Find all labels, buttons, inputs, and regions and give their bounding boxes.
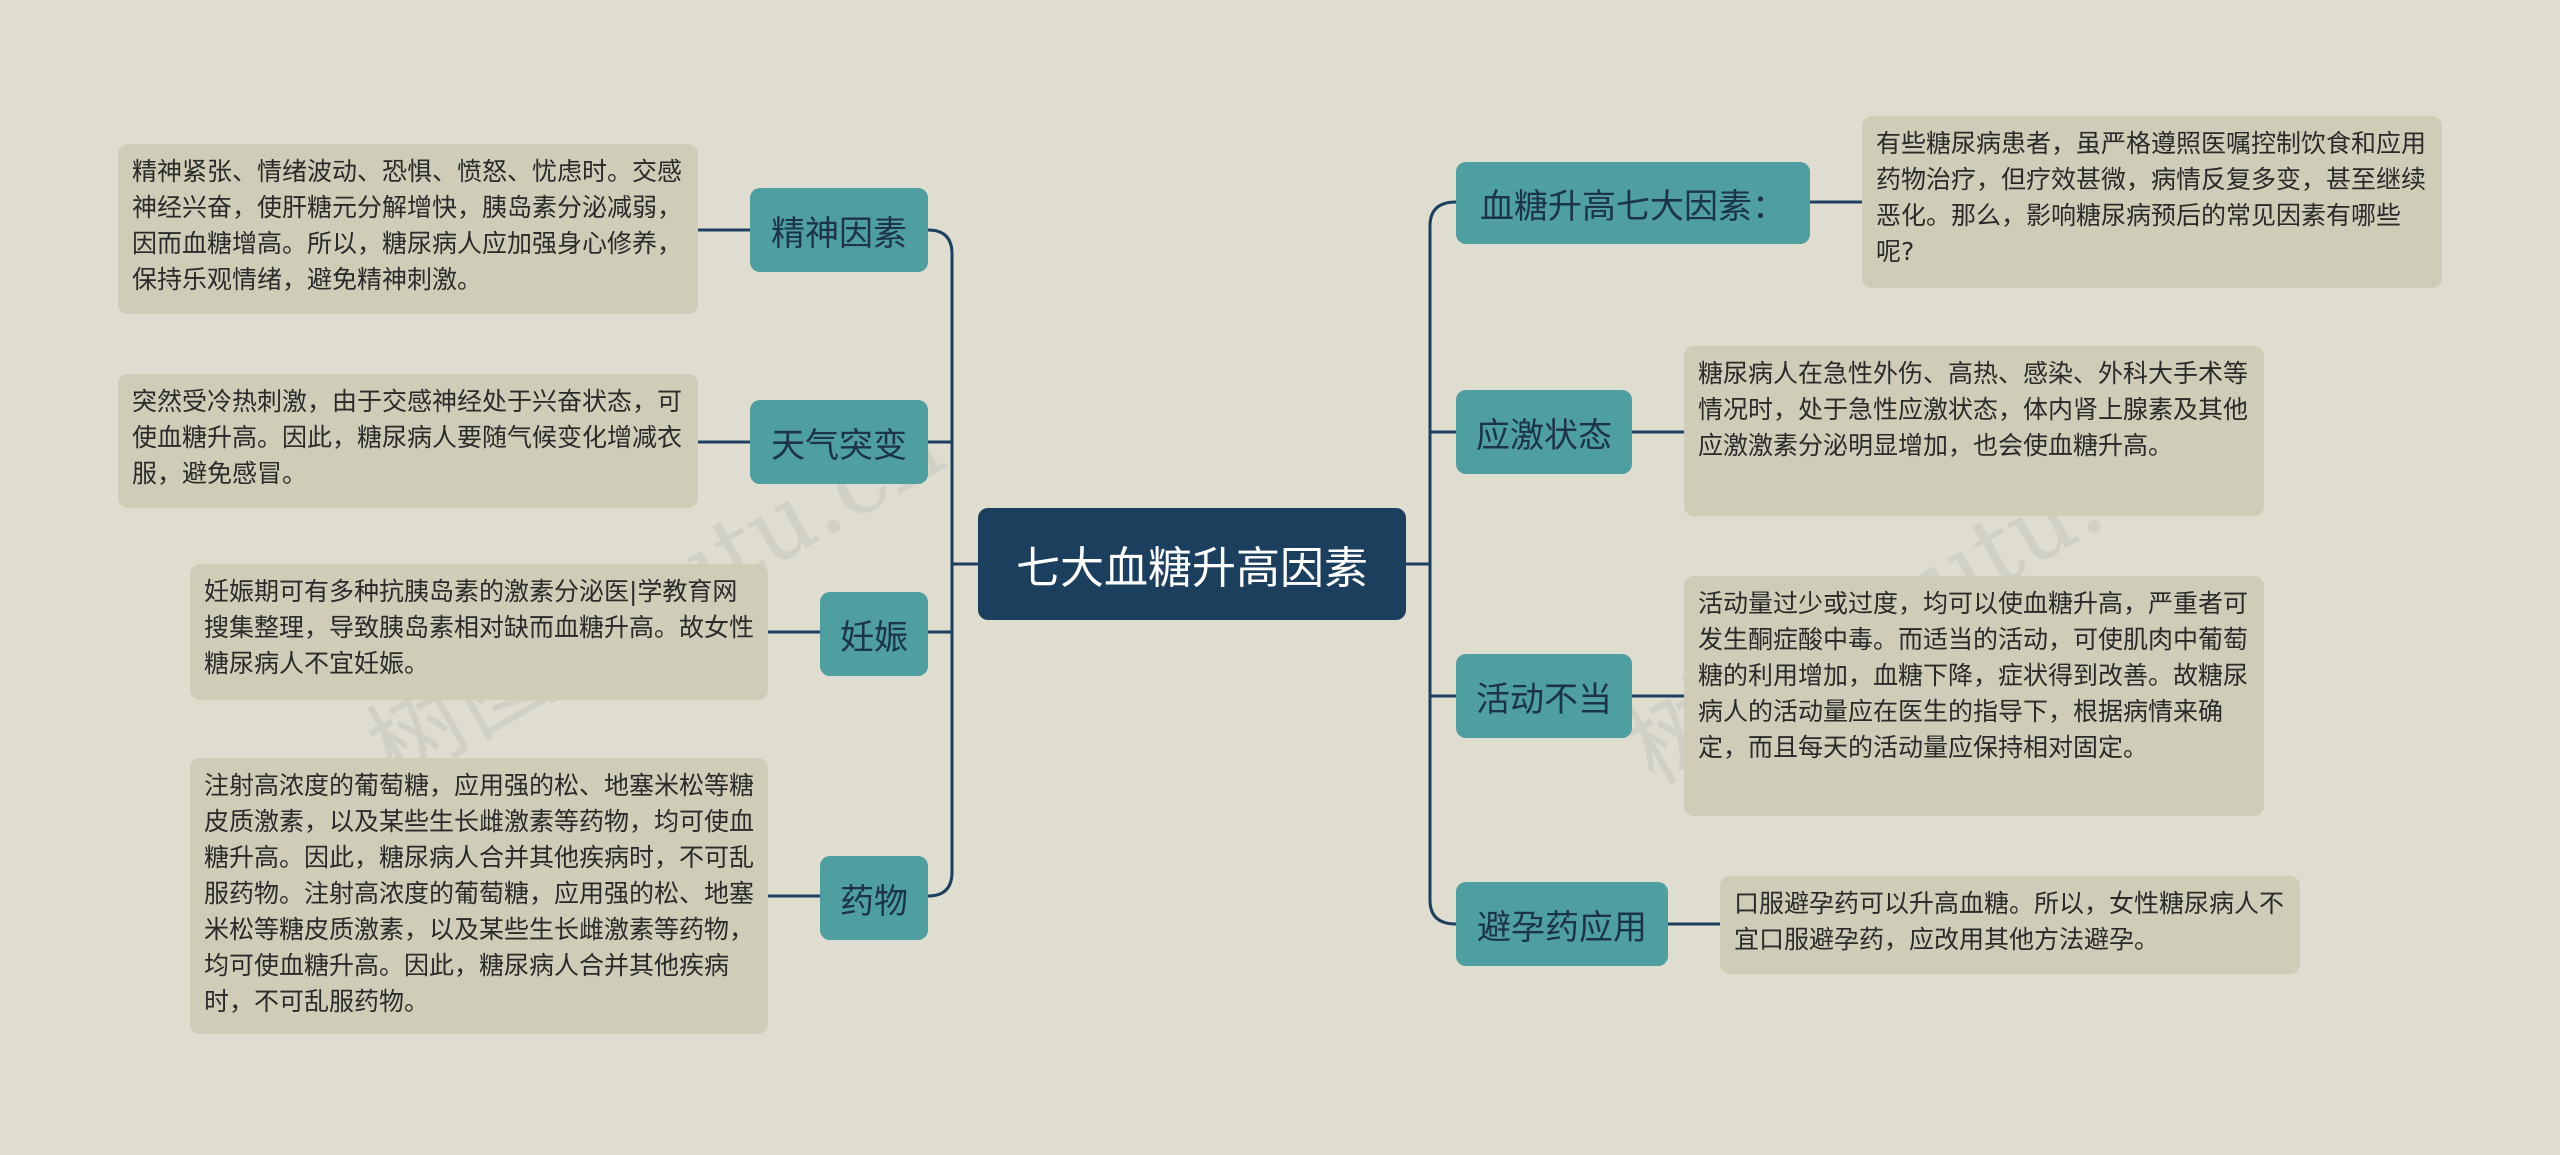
note-contraceptive-use: 口服避孕药可以升高血糖。所以，女性糖尿病人不宜口服避孕药，应改用其他方法避孕。 — [1720, 876, 2300, 974]
note-weather-change: 突然受冷热刺激，由于交感神经处于兴奋状态，可使血糖升高。因此，糖尿病人要随气候变… — [118, 374, 698, 508]
root-topic[interactable]: 七大血糖升高因素 — [978, 508, 1406, 620]
connector-right-trunk — [1428, 200, 1457, 926]
topic-weather-change[interactable]: 天气突变 — [750, 400, 928, 484]
note-mental-factors: 精神紧张、情绪波动、恐惧、愤怒、忧虑时。交感神经兴奋，使肝糖元分解增快，胰岛素分… — [118, 144, 698, 314]
topic-seven-factors-intro[interactable]: 血糖升高七大因素： — [1456, 162, 1810, 244]
note-pregnancy: 妊娠期可有多种抗胰岛素的激素分泌医|学教育网搜集整理，导致胰岛素相对缺而血糖升高… — [190, 564, 768, 700]
note-stress-state: 糖尿病人在急性外伤、高热、感染、外科大手术等情况时，处于急性应激状态，体内肾上腺… — [1684, 346, 2264, 516]
topic-medication[interactable]: 药物 — [820, 856, 928, 940]
note-seven-factors-intro: 有些糖尿病患者，虽严格遵照医嘱控制饮食和应用药物治疗，但疗效甚微，病情反复多变，… — [1862, 116, 2442, 288]
topic-contraceptive-use[interactable]: 避孕药应用 — [1456, 882, 1668, 966]
topic-pregnancy[interactable]: 妊娠 — [820, 592, 928, 676]
topic-mental-factors[interactable]: 精神因素 — [750, 188, 928, 272]
note-improper-activity: 活动量过少或过度，均可以使血糖升高，严重者可发生酮症酸中毒。而适当的活动，可使肌… — [1684, 576, 2264, 816]
note-medication: 注射高浓度的葡萄糖，应用强的松、地塞米松等糖皮质激素，以及某些生长雌激素等药物，… — [190, 758, 768, 1034]
connector-left-trunk — [927, 228, 954, 898]
topic-improper-activity[interactable]: 活动不当 — [1456, 654, 1632, 738]
topic-stress-state[interactable]: 应激状态 — [1456, 390, 1632, 474]
